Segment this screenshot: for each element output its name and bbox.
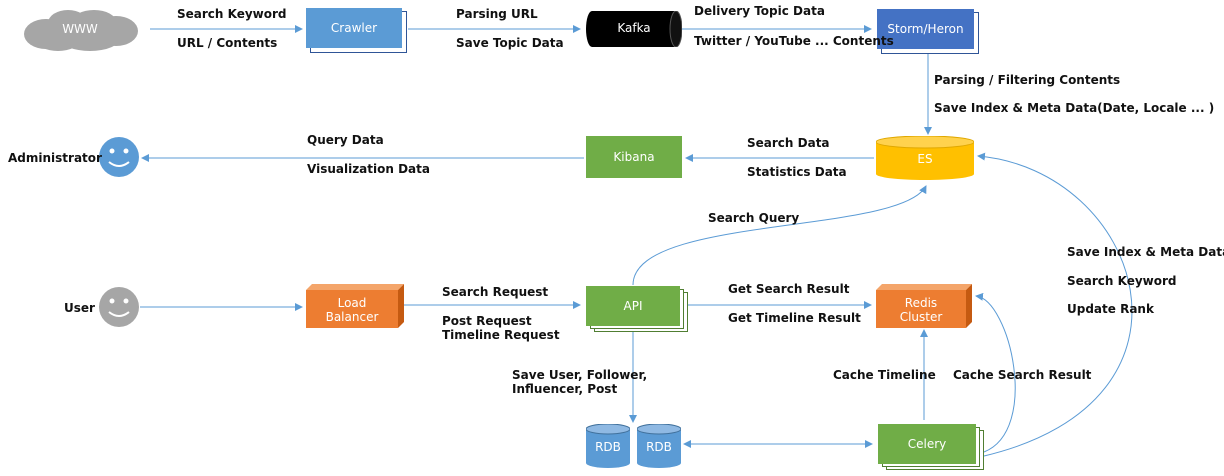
edge-celery-es — [977, 152, 1133, 457]
label-save-user-follower: Save User, Follower, — [512, 368, 648, 382]
label-save-topic-data: Save Topic Data — [456, 36, 564, 50]
storm-label: Storm/Heron — [887, 22, 964, 36]
label-search-keyword: Search Keyword — [177, 7, 287, 21]
label-influencer-post: Influencer, Post — [512, 382, 618, 396]
cloud-icon — [24, 10, 138, 51]
redis-label-1: Redis — [904, 296, 938, 310]
label-save-index-meta-data: Save Index & Meta Data — [1067, 245, 1224, 259]
administrator-label: Administrator — [8, 151, 102, 165]
label-search-data: Search Data — [747, 136, 830, 150]
label-parsing-filtering: Parsing / Filtering Contents — [934, 73, 1121, 87]
label-query-data: Query Data — [307, 133, 384, 147]
redis-box — [876, 284, 972, 328]
load-balancer-label-2: Balancer — [325, 310, 379, 324]
es-label: ES — [917, 152, 933, 166]
kibana-node[interactable]: Kibana — [586, 136, 682, 178]
www-cloud: WWW — [18, 8, 142, 52]
kafka-label: Kafka — [617, 21, 651, 35]
label-save-index-meta: Save Index & Meta Data(Date, Locale ... … — [934, 101, 1215, 115]
kafka-node[interactable]: Kafka — [586, 10, 683, 48]
label-cache-timeline: Cache Timeline — [833, 368, 936, 382]
label-cache-search-result: Cache Search Result — [953, 368, 1092, 382]
kafka-cylinder — [586, 10, 683, 48]
label-get-search-result: Get Search Result — [728, 282, 850, 296]
label-search-query: Search Query — [708, 211, 800, 225]
user-avatar — [98, 286, 140, 328]
label-timeline-request: Timeline Request — [442, 328, 560, 342]
es-cylinder — [875, 135, 975, 180]
label-parsing-url: Parsing URL — [456, 7, 538, 21]
label-search-keyword-2: Search Keyword — [1067, 274, 1177, 288]
label-visualization-data: Visualization Data — [307, 162, 430, 176]
load-balancer-box — [306, 284, 404, 328]
label-update-rank: Update Rank — [1067, 302, 1154, 316]
www-label: WWW — [62, 22, 98, 36]
database-cylinder-icon — [636, 423, 682, 468]
edge-api-es — [632, 185, 927, 286]
label-search-request: Search Request — [442, 285, 549, 299]
celery-node[interactable]: Celery — [878, 424, 976, 464]
label-url-contents: URL / Contents — [177, 36, 278, 50]
edge-celery-redis-curve — [975, 292, 1016, 453]
kibana-label: Kibana — [613, 150, 655, 164]
load-balancer-label-1: Load — [337, 296, 367, 310]
rdb-label-2: RDB — [646, 440, 672, 454]
crawler-node[interactable]: Crawler — [306, 8, 402, 48]
load-balancer-node[interactable]: Load Balancer — [306, 284, 406, 328]
es-node[interactable]: ES — [875, 135, 975, 180]
api-label: API — [623, 299, 643, 313]
label-twitter-youtube: Twitter / YouTube ... Contents — [694, 34, 894, 48]
smiley-face-icon — [99, 287, 139, 327]
rdb-node-1[interactable]: RDB — [585, 423, 631, 468]
user-label: User — [64, 301, 95, 315]
redis-node[interactable]: Redis Cluster — [876, 284, 974, 328]
crawler-label: Crawler — [330, 21, 378, 35]
redis-label-2: Cluster — [899, 310, 943, 324]
database-cylinder-icon — [585, 423, 631, 468]
api-node[interactable]: API — [586, 286, 680, 326]
smiley-face-icon — [99, 137, 139, 177]
storm-node[interactable]: Storm/Heron — [877, 9, 974, 49]
label-get-timeline-result: Get Timeline Result — [728, 311, 861, 325]
administrator-avatar — [98, 136, 140, 178]
rdb-label-1: RDB — [595, 440, 621, 454]
label-statistics-data: Statistics Data — [747, 165, 847, 179]
label-post-request: Post Request — [442, 314, 532, 328]
label-delivery-topic-data: Delivery Topic Data — [694, 4, 825, 18]
rdb-node-2[interactable]: RDB — [636, 423, 682, 468]
celery-label: Celery — [907, 437, 947, 451]
